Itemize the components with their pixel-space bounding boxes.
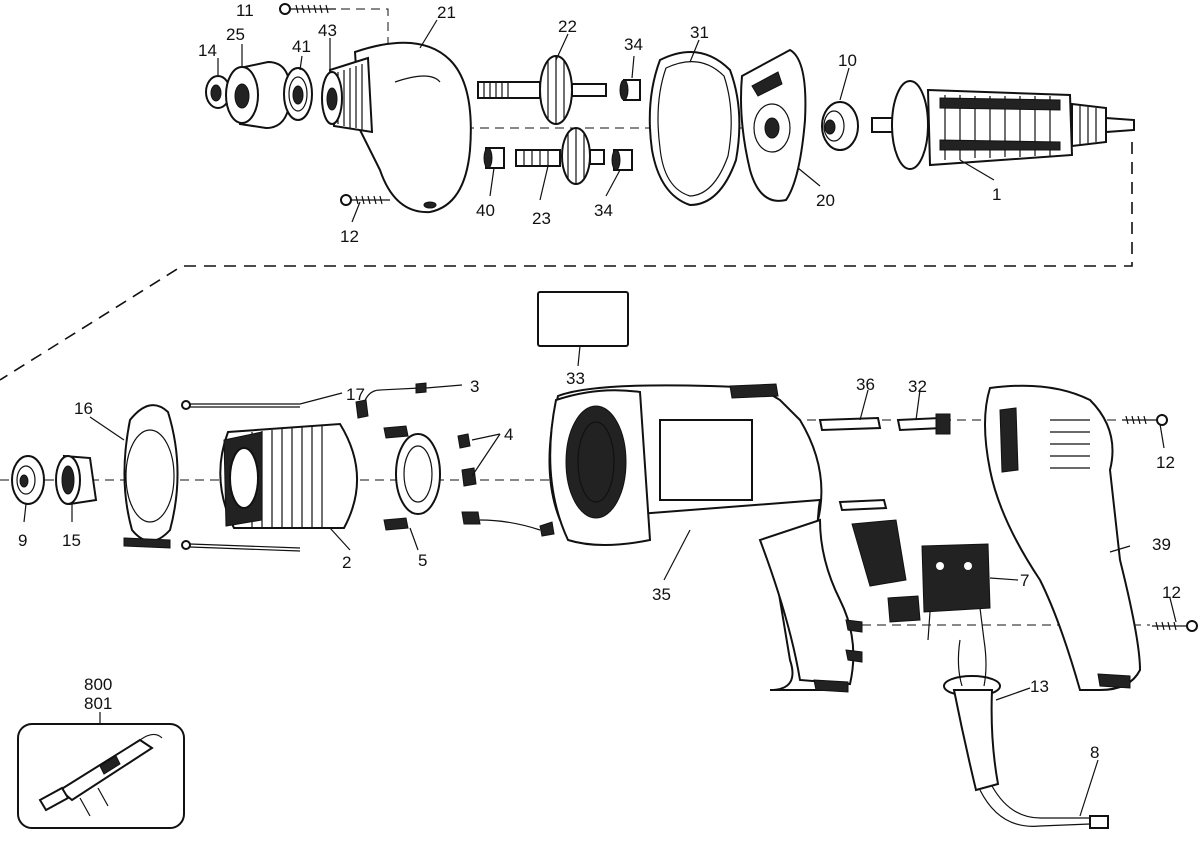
- bushing-part-40: [483, 147, 505, 169]
- trigger-part: [838, 498, 921, 623]
- label-part-21: 21: [437, 3, 456, 22]
- brush-holder-part-5: [383, 425, 441, 531]
- field-assembly-part-2: [219, 422, 359, 529]
- label-part-33: 33: [566, 369, 585, 388]
- label-part-801: 801: [84, 694, 112, 713]
- end-cap-part-16: [123, 404, 179, 549]
- label-part-7: 7: [1020, 571, 1029, 590]
- intermediate-gear-part-23: [515, 127, 605, 185]
- label-part-5: 5: [418, 551, 427, 570]
- label-part-8: 8: [1090, 743, 1099, 762]
- screw-part-12-right-bottom: [1152, 620, 1198, 632]
- spindle-gear-part-22: [477, 55, 607, 125]
- label-part-22: 22: [558, 17, 577, 36]
- bearing-plate-part-20: [740, 48, 807, 202]
- label-part-35: 35: [652, 585, 671, 604]
- label-part-2: 2: [342, 553, 351, 572]
- bearing-part-15: [55, 454, 98, 506]
- motor-housing-part-35: [548, 383, 863, 693]
- label-part-16: 16: [74, 399, 93, 418]
- label-part-34-top: 34: [624, 35, 643, 54]
- label-part-800: 800: [84, 675, 112, 694]
- terminal-part-36: [818, 416, 882, 432]
- cord-part-8: [979, 785, 1109, 829]
- label-part-36: 36: [856, 375, 875, 394]
- label-part-23: 23: [532, 209, 551, 228]
- label-part-9: 9: [18, 531, 27, 550]
- label-part-12-top: 12: [340, 227, 359, 246]
- label-part-14: 14: [198, 41, 217, 60]
- label-part-41: 41: [292, 37, 311, 56]
- leader-lines: [23, 19, 1177, 817]
- label-part-12-right-bottom: 12: [1162, 583, 1181, 602]
- screw-part-12-top: [340, 194, 390, 206]
- nameplate-part-33: [537, 291, 629, 347]
- bearing-part-41: [283, 67, 313, 121]
- bearing-part-10: [821, 101, 859, 151]
- label-part-10: 10: [838, 51, 857, 70]
- label-part-20: 20: [816, 191, 835, 210]
- handle-half-part-39: [984, 384, 1142, 691]
- gear-case-part-21: [321, 41, 472, 214]
- armature-part-1: [871, 80, 1135, 170]
- label-part-13: 13: [1030, 677, 1049, 696]
- cord-protector-part-13: [943, 639, 1001, 792]
- label-part-4: 4: [504, 425, 513, 444]
- label-part-40: 40: [476, 201, 495, 220]
- gasket-part-31: [648, 51, 741, 207]
- accessory-kit-box: [17, 723, 185, 829]
- label-part-25: 25: [226, 25, 245, 44]
- label-part-11: 11: [236, 1, 254, 20]
- label-part-12-right-top: 12: [1156, 453, 1175, 472]
- terminal-part-32: [896, 413, 951, 435]
- bushing-part-34-bottom: [611, 149, 633, 171]
- label-part-39: 39: [1152, 535, 1171, 554]
- label-part-3: 3: [470, 377, 479, 396]
- lead-wire-part-3: [355, 382, 427, 419]
- bearing-housing-part-25: [225, 60, 292, 130]
- label-part-43: 43: [318, 21, 337, 40]
- through-bolt-part-17: [181, 400, 301, 552]
- bushing-part-34-top: [619, 79, 641, 101]
- label-part-34-bottom: 34: [594, 201, 613, 220]
- screw-part-12-right-top: [1122, 414, 1168, 426]
- label-part-32: 32: [908, 377, 927, 396]
- label-part-15: 15: [62, 531, 81, 550]
- switch-part-7: [921, 543, 991, 641]
- assembly-connector-line: [0, 142, 1133, 381]
- label-part-1: 1: [992, 185, 1001, 204]
- label-part-17: 17: [346, 385, 365, 404]
- label-part-31: 31: [690, 23, 709, 42]
- brushes-part-4: [457, 433, 555, 537]
- washer-part-9: [11, 455, 45, 505]
- screw-part-11: [279, 3, 336, 15]
